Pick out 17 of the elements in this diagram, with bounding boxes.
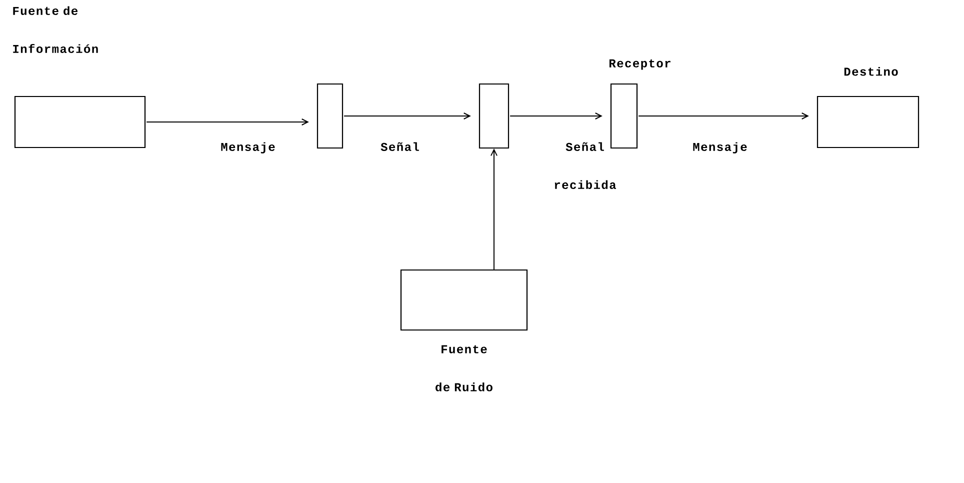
arrow — [510, 112, 602, 120]
empty-box — [316, 83, 344, 149]
empty-box — [478, 83, 510, 149]
arrow — [490, 148, 498, 270]
node-label: Fuente de Ruido — [436, 345, 492, 392]
arrow — [638, 112, 809, 120]
node-label: Destino — [844, 67, 898, 76]
labeled-box: Fuente de Información — [13, 6, 146, 148]
node-label: Receptor — [609, 59, 670, 70]
edge-label: Mensaje — [221, 142, 275, 154]
arrow — [344, 112, 471, 120]
edge-label: Mensaje — [693, 142, 747, 154]
labeled-box: Destino — [816, 67, 920, 148]
labeled-box: Fuente de Ruido — [400, 269, 528, 392]
node-label: Fuente de Información — [13, 6, 98, 54]
edge-label: Señal — [380, 142, 419, 151]
arrow — [146, 118, 309, 126]
